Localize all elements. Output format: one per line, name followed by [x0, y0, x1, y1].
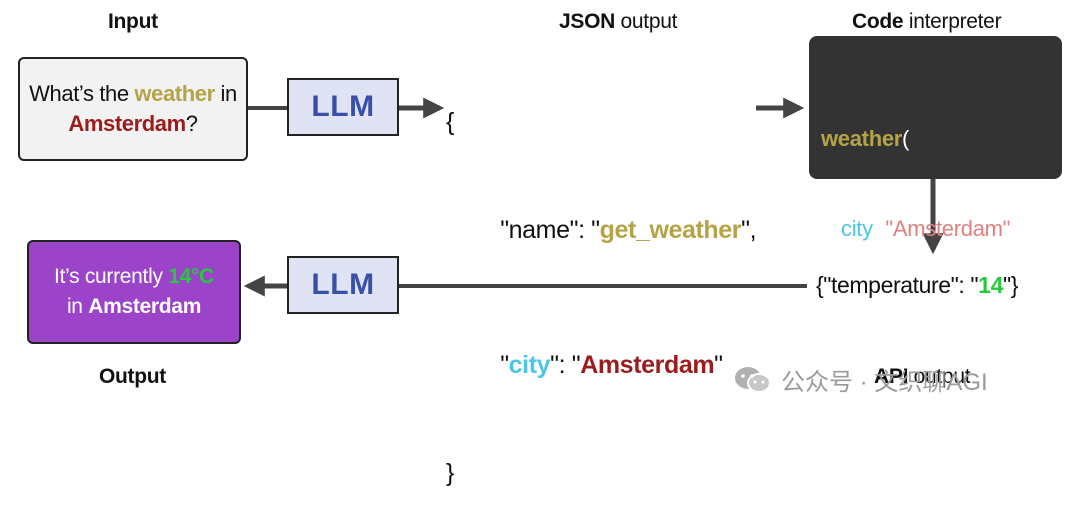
json-close-brace: } — [446, 459, 454, 487]
input-box: What’s the weather in Amsterdam? — [18, 57, 248, 161]
code-line-3: ) — [821, 306, 829, 331]
output-box: It’s currently 14°C in Amsterdam — [27, 240, 241, 344]
input-line-2: Amsterdam? — [68, 111, 198, 136]
code-line-2: city="Amsterdam" — [841, 216, 1011, 241]
code-line-1: weather( — [821, 126, 910, 151]
json-line-city: "city": "Amsterdam" — [500, 351, 723, 379]
wechat-icon — [735, 366, 771, 393]
code-interpreter-box: weather( city="Amsterdam" ) — [809, 36, 1062, 331]
watermark: 公众号 · 文织聊AGI — [733, 362, 988, 397]
connector-arrows — [243, 97, 944, 297]
json-open-brace: { — [446, 108, 454, 136]
keyword-weather: weather — [134, 81, 215, 106]
llm-box-top: LLM — [287, 78, 399, 136]
output-line-2: in Amsterdam — [66, 295, 202, 318]
llm-box-bottom: LLM — [287, 256, 399, 314]
llm-label: LLM — [311, 268, 375, 301]
json-output-block: { "name": "get_weather", "city": "Amster… — [446, 55, 757, 514]
output-line-1: It’s currently 14°C — [54, 265, 214, 288]
api-output-text: {"temperature": "14"} — [816, 272, 1019, 298]
temperature-value: 14 — [978, 272, 1003, 298]
input-heading: Input — [108, 10, 158, 33]
json-line-name: "name": "get_weather", — [500, 216, 757, 244]
output-heading: Output — [99, 365, 167, 388]
input-line-1: What’s the weather in — [29, 81, 237, 106]
json-output-heading: JSON output — [559, 10, 678, 33]
watermark-text: 公众号 · 文织聊AGI — [781, 369, 988, 396]
keyword-amsterdam: Amsterdam — [68, 111, 186, 136]
llm-label: LLM — [311, 90, 375, 123]
api-output-heading: API output — [874, 365, 971, 388]
code-interpreter-heading: Code interpreter — [852, 10, 1002, 33]
